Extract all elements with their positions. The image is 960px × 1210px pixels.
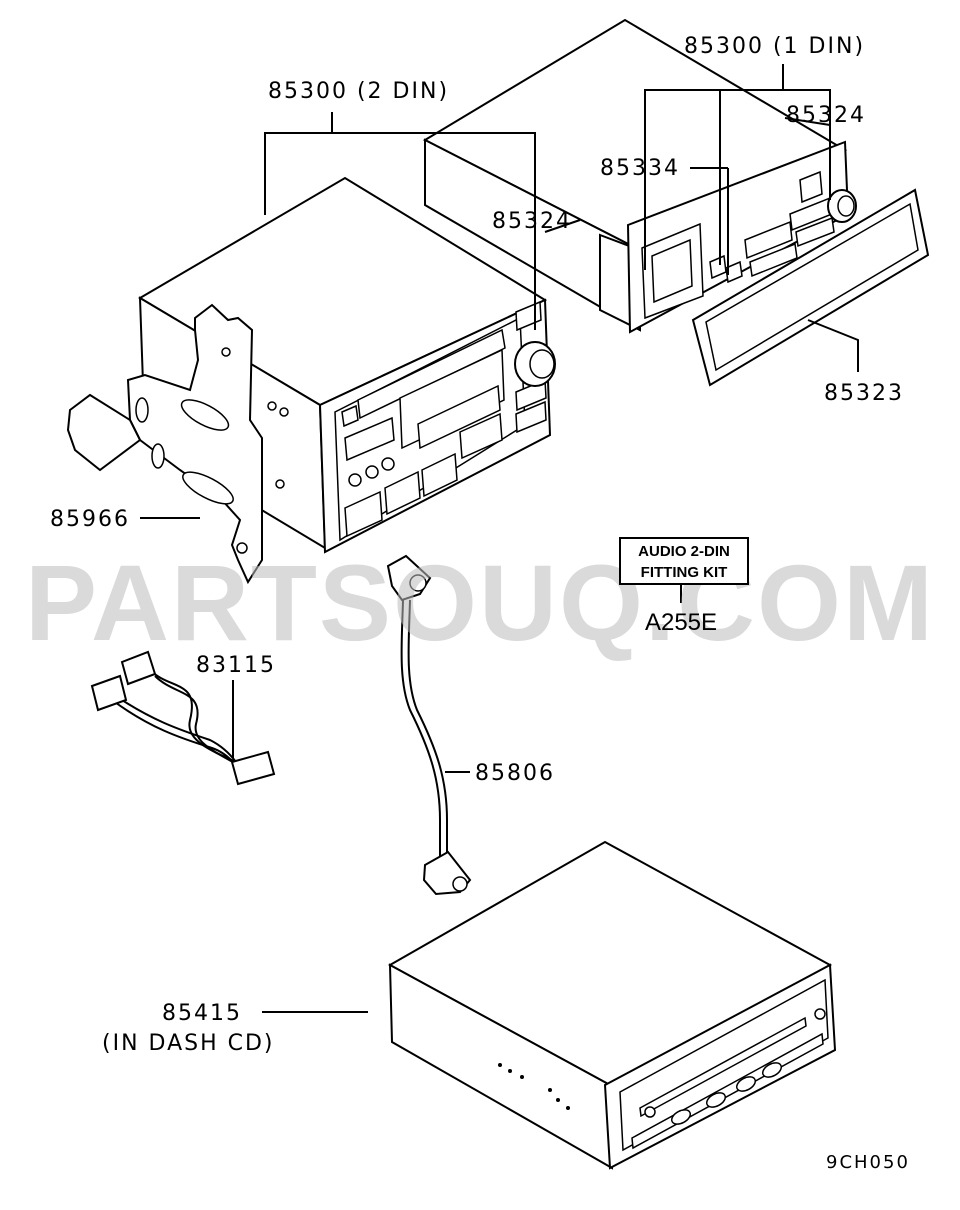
fitting-kit-box[interactable]: AUDIO 2-DIN FITTING KIT A255E: [619, 537, 749, 636]
faceplate-2din[interactable]: [318, 298, 552, 554]
label-85300-1din[interactable]: 85300 (1 DIN): [684, 34, 865, 59]
label-85324-2din[interactable]: 85324: [492, 209, 572, 234]
label-85415[interactable]: 85415: [162, 1001, 242, 1026]
leader-lines: [140, 64, 859, 1013]
cd-unit[interactable]: [387, 840, 837, 1170]
drawing-code: 9CH050: [826, 1152, 910, 1173]
label-85300-2din[interactable]: 85300 (2 DIN): [268, 79, 449, 104]
knob-1din[interactable]: [827, 189, 857, 223]
antenna-cable[interactable]: [386, 554, 472, 896]
label-85323[interactable]: 85323: [824, 381, 904, 406]
label-85806[interactable]: 85806: [475, 761, 555, 786]
kit-box-ref[interactable]: A255E: [645, 609, 717, 636]
mounting-bracket[interactable]: [66, 303, 263, 585]
label-83115[interactable]: 83115: [196, 653, 276, 678]
radio-1din[interactable]: [422, 0, 857, 334]
label-85334[interactable]: 85334: [600, 156, 680, 181]
trim-frame-1din[interactable]: [691, 188, 930, 387]
faceplate-1din[interactable]: [626, 0, 850, 334]
knob-2din[interactable]: [514, 341, 556, 387]
kit-box-line2: FITTING KIT: [641, 564, 728, 581]
kit-box-line1: AUDIO 2-DIN: [638, 543, 730, 560]
label-in-dash-cd: (IN DASH CD): [102, 1031, 275, 1056]
label-85324-1din[interactable]: 85324: [786, 103, 866, 128]
wiring-harness[interactable]: [90, 650, 276, 786]
watermark-text: PARTSOUQ.COM: [25, 542, 935, 663]
label-85966[interactable]: 85966: [50, 507, 130, 532]
